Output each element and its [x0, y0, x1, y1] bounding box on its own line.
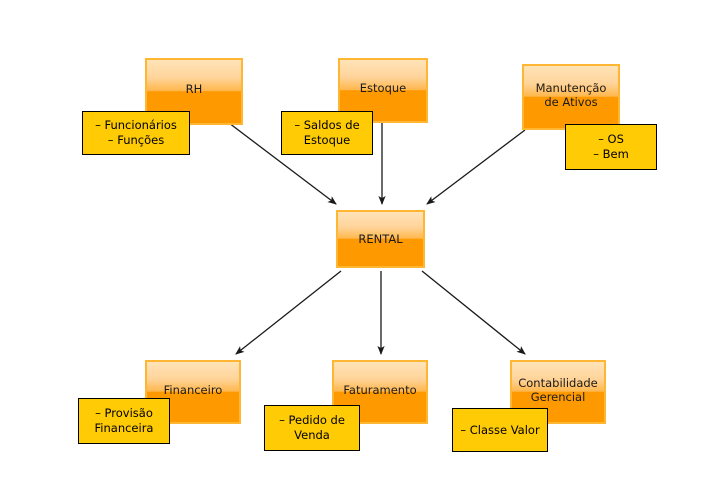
detail-label-manutencao-detail: – OS – Bem: [593, 132, 629, 161]
module-label-rh: RH: [185, 82, 203, 97]
module-box-contabilidade[interactable]: Contabilidade Gerencial: [510, 360, 606, 424]
arrow-rh-to-rental: [228, 122, 337, 205]
detail-label-faturamento-detail: – Pedido de Venda: [279, 413, 345, 442]
arrow-rental-to-financeiro: [235, 270, 342, 355]
arrow-rental-to-contabilidade: [421, 270, 526, 355]
detail-box-estoque-detail[interactable]: – Saldos de Estoque: [281, 111, 373, 155]
module-label-financeiro: Financeiro: [163, 382, 223, 397]
module-label-manutencao: Manutenção de Ativos: [535, 80, 607, 109]
detail-label-estoque-detail: – Saldos de Estoque: [294, 118, 360, 147]
detail-box-financeiro-detail[interactable]: – Provisão Financeira: [78, 398, 170, 444]
module-box-manutencao[interactable]: Manutenção de Ativos: [522, 64, 620, 130]
detail-label-rh-detail: – Funcionários – Funções: [95, 118, 177, 147]
detail-label-contabilidade-detail: – Classe Valor: [460, 422, 540, 437]
arrow-manutencao-to-rental: [426, 129, 526, 205]
module-box-rental[interactable]: RENTAL: [336, 210, 425, 268]
module-label-rental: RENTAL: [358, 231, 403, 246]
detail-label-financeiro-detail: – Provisão Financeira: [94, 406, 154, 435]
detail-box-manutencao-detail[interactable]: – OS – Bem: [565, 124, 657, 170]
detail-box-contabilidade-detail[interactable]: – Classe Valor: [452, 408, 548, 452]
module-label-estoque: Estoque: [359, 81, 407, 96]
module-box-financeiro[interactable]: Financeiro: [145, 360, 241, 424]
detail-box-faturamento-detail[interactable]: – Pedido de Venda: [264, 405, 360, 451]
module-label-contabilidade: Contabilidade Gerencial: [518, 375, 598, 404]
detail-box-rh-detail[interactable]: – Funcionários – Funções: [82, 111, 190, 155]
module-label-faturamento: Faturamento: [343, 382, 417, 397]
